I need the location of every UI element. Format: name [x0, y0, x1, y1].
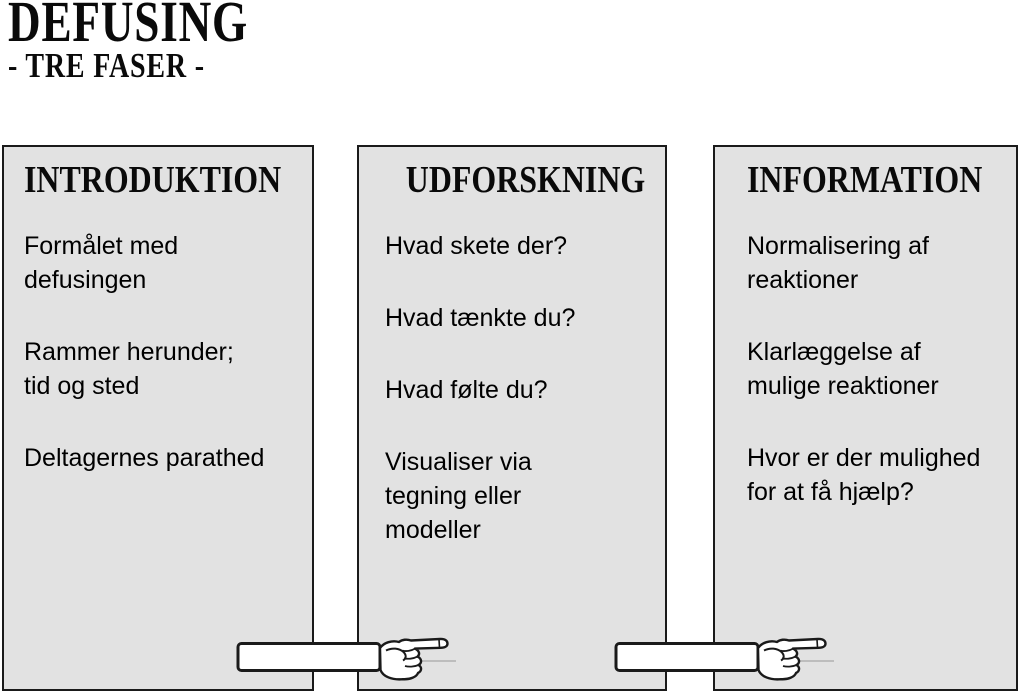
phase-items: Normalisering af reaktioner Klarlæggelse… — [747, 229, 1002, 509]
phase-box-information: INFORMATION Normalisering af reaktioner … — [713, 145, 1018, 691]
phase-item: Formålet med defusingen — [24, 232, 179, 294]
phase-item: Hvad tænkte du? — [385, 304, 576, 332]
pointing-hand-right-icon — [614, 637, 834, 681]
phase-header-information: INFORMATION — [747, 159, 983, 201]
pointing-hand-right-icon — [236, 637, 456, 681]
phase-item: Rammer herunder; tid og sted — [24, 338, 234, 400]
page-title: DEFUSING — [8, 0, 249, 54]
phase-item: Klarlæggelse af mulige reaktioner — [747, 338, 939, 400]
phase-items: Formålet med defusingen Rammer herunder;… — [24, 229, 294, 475]
phase-item: Visualiser via tegning eller modeller — [385, 448, 532, 544]
phase-item: Hvad skete der? — [385, 232, 568, 260]
phase-header-udforskning: UDFORSKNING — [405, 159, 646, 201]
phase-item: Hvor er der mulighed for at få hjælp? — [747, 444, 981, 506]
phase-box-udforskning: UDFORSKNING Hvad skete der? Hvad tænkte … — [357, 145, 667, 691]
page-subtitle: - TRE FASER - — [8, 46, 205, 85]
phase-item: Hvad følte du? — [385, 376, 548, 404]
phase-item: Deltagernes parathed — [24, 444, 265, 472]
phase-box-introduktion: INTRODUKTION Formålet med defusingen Ram… — [2, 145, 314, 691]
phase-items: Hvad skete der? Hvad tænkte du? Hvad føl… — [385, 229, 645, 547]
phase-header-introduktion: INTRODUKTION — [24, 159, 282, 201]
phase-item: Normalisering af reaktioner — [747, 232, 930, 294]
